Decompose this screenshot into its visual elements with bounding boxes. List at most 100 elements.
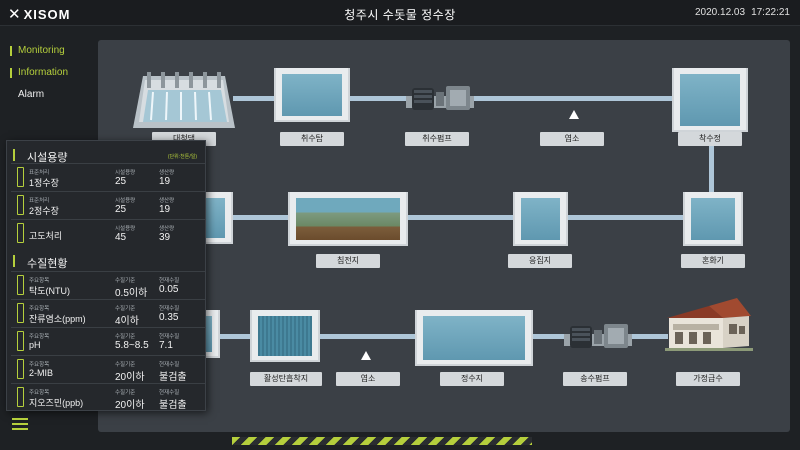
pipe <box>709 132 714 192</box>
row-cap2: 현재수질 <box>159 362 180 368</box>
nav-item-monitoring[interactable]: Monitoring <box>8 44 68 66</box>
label-chlorine-2[interactable]: 염소 <box>336 372 400 386</box>
intake-pump-icon[interactable] <box>406 82 474 116</box>
row-val2: 0.35 <box>159 312 179 323</box>
row-cap2: 현재수질 <box>159 390 180 396</box>
row-val2: 7.1 <box>159 340 173 351</box>
row-val2: 0.05 <box>159 284 179 295</box>
tank-clear-well <box>415 310 533 366</box>
label-intake-pump[interactable]: 취수펌프 <box>405 132 469 146</box>
pipe <box>470 96 672 101</box>
row-cap1: 수질기준 <box>115 362 136 368</box>
nav-item-information[interactable]: Information <box>8 66 68 88</box>
row-val1: 25 <box>115 204 127 215</box>
row-cap1: 시설용량 <box>115 226 136 232</box>
side-nav: Monitoring Information Alarm <box>8 44 68 110</box>
row-sub: 표준처리 <box>29 170 50 176</box>
label-receiving-well[interactable]: 착수정 <box>678 132 742 146</box>
nav-item-alarm[interactable]: Alarm <box>18 89 45 100</box>
quality-row[interactable]: 주요항목 pH 수질기준 5.8~8.5 현재수질 7.1 <box>11 327 205 354</box>
row-val1: 0.5이하 <box>115 288 148 299</box>
pipe <box>628 334 668 339</box>
row-cap2: 현재수질 <box>159 334 180 340</box>
quality-title: 수질현황 <box>27 258 68 270</box>
tank-coagulation <box>513 192 568 246</box>
row-cap2: 현재수질 <box>159 306 180 312</box>
pipe <box>408 215 513 220</box>
delivery-pump-icon[interactable] <box>564 320 632 354</box>
facility-row[interactable]: 고도처리 시설용량 45 생산량 39 <box>11 219 205 246</box>
page-title: 청주시 수돗물 정수장 <box>344 8 456 22</box>
label-clear-well[interactable]: 정수지 <box>440 372 504 386</box>
row-cap2: 현재수질 <box>159 278 180 284</box>
row-name: 1정수장 <box>29 178 59 188</box>
label-activated-carbon[interactable]: 활성탄흡착지 <box>250 372 322 386</box>
row-val2: 19 <box>159 176 171 187</box>
process-diagram: 대청댐 취수탑 취수펌프 염소 착수정 침전지 응집지 혼화기 활성탄흡착지 염… <box>98 40 790 432</box>
row-name: 지오즈민(ppb) <box>29 398 84 408</box>
app-logo[interactable]: ✕XISOM <box>8 5 70 23</box>
row-cap1: 수질기준 <box>115 278 136 284</box>
label-home-supply[interactable]: 가정급수 <box>676 372 740 386</box>
row-val1: 25 <box>115 176 127 187</box>
pipe <box>320 334 415 339</box>
xisom-x-icon: ✕ <box>8 6 22 23</box>
row-name: 2-MIB <box>29 368 54 378</box>
row-val2: 불검출 <box>159 372 187 383</box>
row-sub: 주요항목 <box>29 362 50 368</box>
row-sub: 주요항목 <box>29 306 50 312</box>
row-name: 잔류염소(ppm) <box>29 314 86 324</box>
facility-row[interactable]: 표준처리 2정수장 시설용량 25 생산량 19 <box>11 191 205 218</box>
time-text: 17:22:21 <box>751 7 790 18</box>
row-cap1: 수질기준 <box>115 390 136 396</box>
label-coagulation[interactable]: 응집지 <box>508 254 572 268</box>
row-cap2: 생산량 <box>159 226 175 232</box>
row-val1: 5.8~8.5 <box>115 340 149 351</box>
row-sub: 주요항목 <box>29 278 50 284</box>
row-cap1: 수질기준 <box>115 306 136 312</box>
quality-row[interactable]: 주요항목 2-MIB 수질기준 20이하 현재수질 불검출 <box>11 355 205 383</box>
row-val2: 불검출 <box>159 400 187 411</box>
pipe <box>533 334 568 339</box>
row-val1: 45 <box>115 232 127 243</box>
tank-activated-carbon <box>250 310 320 362</box>
label-intake-tower[interactable]: 취수탑 <box>280 132 344 146</box>
row-sub: 주요항목 <box>29 334 50 340</box>
row-val1: 20이하 <box>115 400 145 411</box>
row-cap2: 생산량 <box>159 198 175 204</box>
quality-row[interactable]: 주요항목 탁도(NTU) 수질기준 0.5이하 현재수질 0.05 <box>11 271 205 299</box>
facility-unit: (단위:천톤/일) <box>167 154 197 160</box>
chlorine-1-triangle-marker-icon <box>569 110 579 119</box>
facility-header: 시설용량 (단위:천톤/일) <box>7 143 205 165</box>
row-name: 탁도(NTU) <box>29 286 71 296</box>
facility-row[interactable]: 표준처리 1정수장 시설용량 25 생산량 19 <box>11 163 205 190</box>
logo-text: XISOM <box>23 7 71 22</box>
label-settling-basin[interactable]: 침전지 <box>316 254 380 268</box>
pipe <box>350 96 410 101</box>
row-val2: 39 <box>159 232 171 243</box>
dam-illustration <box>133 72 235 128</box>
row-cap2: 생산량 <box>159 170 175 176</box>
pipe <box>220 334 250 339</box>
quality-header: 수질현황 <box>7 249 205 271</box>
row-sub: 표준처리 <box>29 198 50 204</box>
hazard-stripe <box>232 437 532 445</box>
quality-row[interactable]: 주요항목 지오즈민(ppb) 수질기준 20이하 현재수질 불검출 <box>11 383 205 411</box>
label-chlorine-1[interactable]: 염소 <box>540 132 604 146</box>
row-val2: 19 <box>159 204 171 215</box>
chlorine-2-triangle-marker-icon <box>361 351 371 360</box>
row-sub: 주요항목 <box>29 390 50 396</box>
quality-row[interactable]: 주요항목 잔류염소(ppm) 수질기준 4이하 현재수질 0.35 <box>11 299 205 327</box>
label-mixing[interactable]: 혼화기 <box>681 254 745 268</box>
tank-receiving-well <box>672 68 748 132</box>
pipe <box>233 215 288 220</box>
tank-settling-basin <box>288 192 408 246</box>
pipe <box>568 215 683 220</box>
row-name: 2정수장 <box>29 206 59 216</box>
label-delivery-pump[interactable]: 송수펌프 <box>563 372 627 386</box>
house-icon <box>665 298 753 351</box>
hamburger-menu-icon[interactable] <box>12 418 28 430</box>
row-cap1: 수질기준 <box>115 334 136 340</box>
